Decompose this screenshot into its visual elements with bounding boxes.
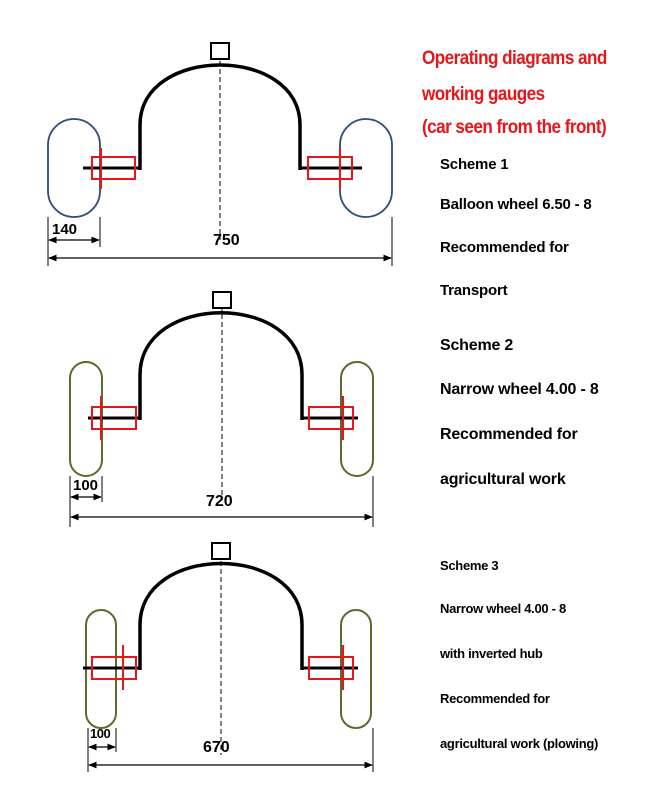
scheme-1-title: Scheme 1: [440, 156, 509, 173]
scheme-1-axle-arch: [138, 63, 302, 170]
scheme-3-wheel: Narrow wheel 4.00 - 8: [440, 601, 566, 616]
heading-line-2: working gauges: [422, 84, 545, 105]
scheme-1-tyre-width-label: 140: [52, 221, 78, 238]
scheme-2-tyre-width-label: 100: [73, 477, 99, 494]
scheme-1-rec-line-1: Recommended for: [440, 239, 569, 256]
scheme-3-rec-line-1: Recommended for: [440, 691, 550, 706]
scheme-3-left-hub: [91, 656, 137, 680]
heading-line-1: Operating diagrams and: [422, 48, 607, 69]
scheme-1-left-hub: [91, 156, 136, 180]
scheme-2-diagram: [69, 291, 374, 527]
scheme-3-right-hub: [308, 656, 354, 680]
heading-line-3: (car seen from the front): [422, 117, 607, 138]
scheme-2-right-hub: [308, 406, 354, 430]
scheme-3-rec-line-2: agricultural work (plowing): [440, 736, 599, 751]
scheme-3-title: Scheme 3: [440, 558, 499, 573]
scheme-3-pivot: [211, 542, 231, 560]
scheme-2-rec-line-2: agricultural work: [440, 471, 566, 488]
scheme-3-axle-arch: [138, 561, 304, 670]
scheme-2-title: Scheme 2: [440, 337, 514, 354]
scheme-1-right-hub: [307, 156, 353, 180]
scheme-2-rec-line-1: Recommended for: [440, 426, 578, 443]
scheme-1-rec-line-2: Transport: [440, 282, 508, 299]
scheme-1-wheel: Balloon wheel 6.50 - 8: [440, 196, 592, 213]
scheme-2-left-hub: [91, 406, 137, 430]
scheme-1-track-label: 750: [213, 232, 240, 249]
scheme-2-track-label: 720: [206, 493, 233, 510]
scheme-2-axle-arch: [138, 311, 304, 420]
scheme-3-diagram: [83, 542, 374, 772]
scheme-2-pivot: [212, 291, 232, 309]
scheme-3-hub: with inverted hub: [440, 646, 543, 661]
scheme-1-pivot: [210, 42, 230, 60]
scheme-3-tyre-width-label: 100: [90, 726, 111, 741]
scheme-2-wheel: Narrow wheel 4.00 - 8: [440, 381, 599, 398]
scheme-3-track-label: 670: [203, 739, 230, 756]
scheme-1-diagram: [47, 42, 393, 266]
